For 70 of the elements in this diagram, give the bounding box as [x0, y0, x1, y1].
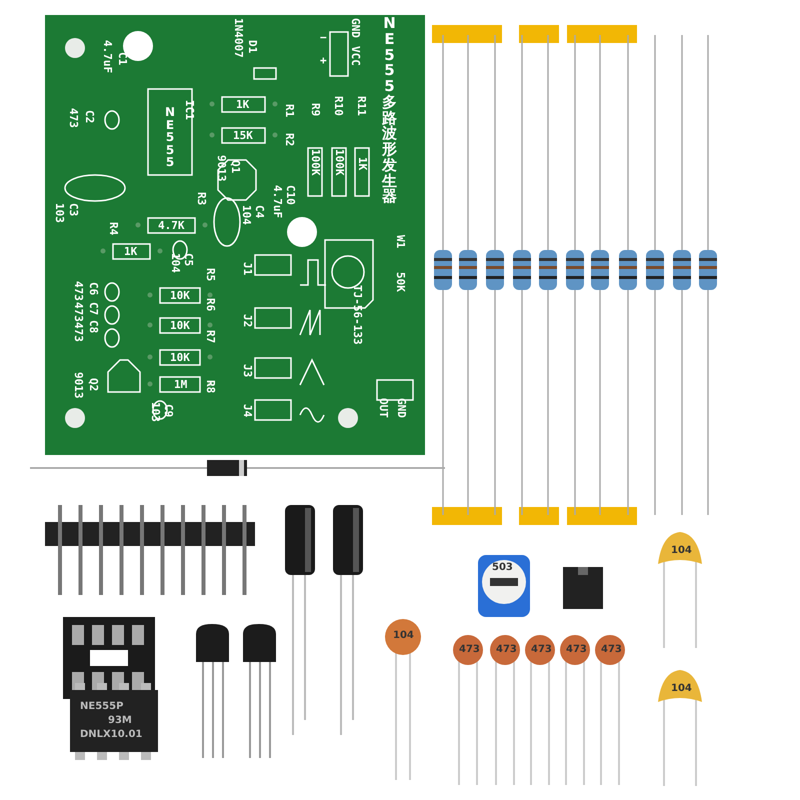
silkscreen-label: 473 [68, 108, 79, 128]
silkscreen-label: D1 [247, 40, 258, 54]
silkscreen-label: − [320, 32, 327, 43]
silkscreen-label: C4 [254, 205, 265, 218]
component-marking: 473 [459, 645, 480, 655]
silkscreen-label: J4 [242, 404, 253, 418]
silkscreen-label: R9 [310, 103, 321, 116]
silkscreen-label: R5 [205, 268, 216, 282]
silkscreen-label: GND [350, 18, 361, 38]
board-title: NE555多路波形发生器 [382, 16, 397, 205]
component-marking: DNLX10.01 [80, 730, 142, 740]
component-marking: 503 [492, 563, 513, 573]
silkscreen-label: 1K [236, 99, 250, 110]
silkscreen-label: J1 [242, 262, 253, 276]
silkscreen-label: Q1 [230, 160, 241, 174]
component-marking: 473 [496, 645, 517, 655]
silkscreen-label: R6 [205, 298, 216, 312]
silkscreen-label: 10K [170, 290, 190, 301]
silkscreen-label: 1K [357, 157, 368, 170]
silkscreen-label: 100K [334, 149, 345, 176]
silkscreen-label: C2 [84, 110, 95, 124]
silkscreen-label: 4.7uF [102, 40, 113, 74]
silkscreen-label: 473 [73, 322, 84, 342]
component-marking: NE555P [80, 702, 124, 712]
silkscreen-label: 104 [241, 205, 252, 225]
silkscreen-label: 15K [233, 130, 253, 141]
silkscreen-label: NE555 [164, 106, 176, 169]
silkscreen-label: R11 [356, 96, 367, 116]
silkscreen-label: 4.7K [158, 220, 184, 231]
silkscreen-label: C10 [285, 185, 296, 205]
silkscreen-label: R1 [284, 104, 295, 118]
silkscreen-label: R3 [196, 192, 207, 206]
component-marking: 104 [671, 684, 692, 694]
silkscreen-label: 104 [170, 253, 181, 273]
silkscreen-label: R8 [205, 380, 216, 394]
silkscreen-label: 1N4007 [233, 18, 244, 58]
silkscreen-label: R2 [284, 133, 295, 146]
silkscreen-label: Q2 [88, 378, 99, 392]
silkscreen-label: 9013 [73, 372, 84, 398]
silkscreen-label: 473 [73, 302, 84, 322]
silkscreen-label: + [320, 55, 327, 66]
silkscreen-label: W1 [395, 235, 406, 248]
silkscreen-label: C7 [88, 302, 99, 316]
silkscreen-label: J3 [242, 364, 253, 378]
component-marking: 104 [393, 631, 414, 641]
silkscreen-label: 473 [73, 281, 84, 301]
silkscreen-label: C1 [117, 52, 128, 66]
silkscreen-label: J2 [242, 314, 253, 328]
silkscreen-label: C3 [68, 203, 79, 216]
silkscreen-label: VCC [350, 46, 361, 66]
silkscreen-label: 103 [54, 203, 65, 223]
component-marking: 473 [601, 645, 622, 655]
component-marking: 104 [671, 546, 692, 556]
silkscreen-label: R7 [205, 330, 216, 344]
silkscreen-label: 50K [395, 272, 406, 292]
silkscreen-label: C8 [88, 320, 99, 334]
silkscreen-label: 10K [170, 352, 190, 363]
component-marking: 473 [531, 645, 552, 655]
silkscreen-label: 100K [310, 149, 321, 176]
component-marking: 93M [108, 716, 132, 726]
silkscreen-label: 10K [170, 320, 190, 331]
silkscreen-label: 1K [124, 246, 138, 257]
silkscreen-label: C6 [88, 282, 99, 296]
silkscreen-label: 4.7uF [272, 185, 283, 218]
silkscreen-label: TJ-56-133 [352, 285, 363, 345]
component-marking: 473 [566, 645, 587, 655]
silkscreen-label: R4 [108, 222, 119, 236]
silkscreen-label: C5 [183, 253, 194, 266]
silkscreen-label: 1M [174, 379, 188, 390]
silkscreen-label: R10 [333, 96, 344, 116]
